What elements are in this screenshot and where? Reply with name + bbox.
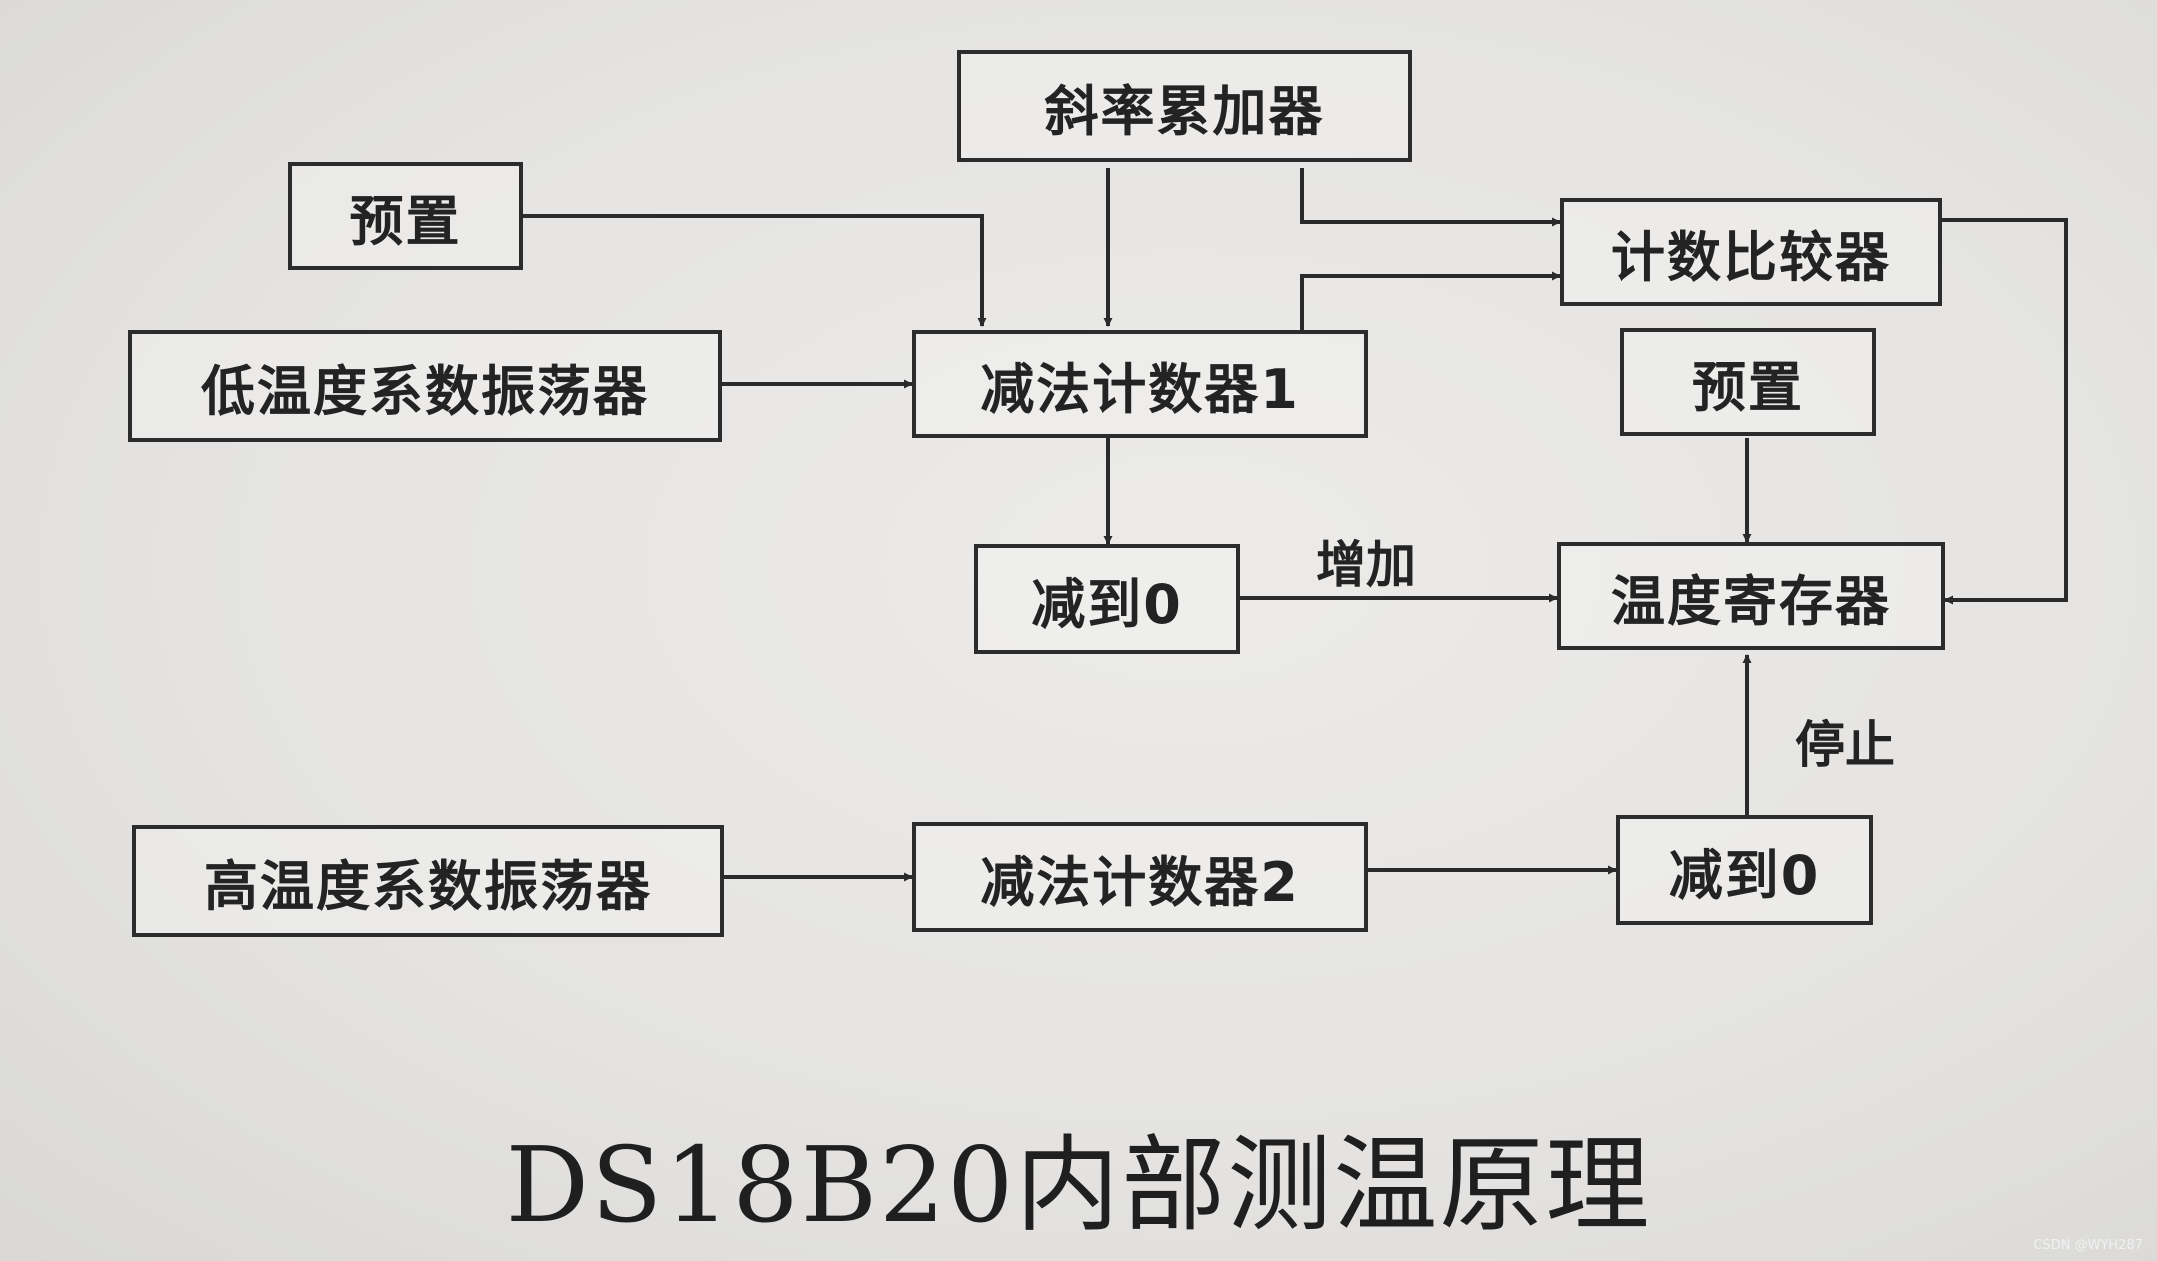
down-counter-1-label: 减法计数器1 [980, 357, 1300, 421]
high-temp-oscillator-box: 高温度系数振荡器 [132, 825, 724, 937]
temperature-register-label: 温度寄存器 [1611, 569, 1891, 633]
arrow-preset-to-counter1 [523, 214, 987, 327]
down-counter-2-label: 减法计数器2 [980, 850, 1300, 914]
low-temp-oscillator-label: 低温度系数振荡器 [201, 359, 649, 423]
decrement-to-zero-1-box: 减到0 [974, 544, 1240, 654]
preset-right-label: 预置 [1692, 355, 1804, 419]
preset-left-label: 预置 [349, 189, 462, 253]
preset-left-box: 预置 [288, 162, 523, 270]
preset-right-box: 预置 [1620, 328, 1876, 436]
slope-accumulator-label: 斜率累加器 [1044, 79, 1325, 143]
high-temp-oscillator-label: 高温度系数振荡器 [204, 854, 652, 918]
down-counter-1-box: 减法计数器1 [912, 330, 1368, 438]
decrement-to-zero-2-box: 减到0 [1616, 815, 1873, 925]
count-comparator-label: 计数比较器 [1611, 225, 1891, 289]
low-temp-oscillator-box: 低温度系数振荡器 [128, 330, 722, 442]
arrow-counter1-to-comparator [1300, 271, 1561, 330]
diagram-caption: DS18B20内部测温原理 [505, 1124, 1652, 1246]
temperature-register-box: 温度寄存器 [1557, 542, 1945, 650]
decrement-to-zero-1-label: 减到0 [1031, 572, 1183, 636]
arrow-slope-to-comparator [1300, 168, 1561, 227]
edge-label-stop: 停止 [1795, 716, 1895, 774]
count-comparator-box: 计数比较器 [1560, 198, 1942, 306]
decrement-to-zero-2-label: 减到0 [1668, 843, 1821, 907]
slope-accumulator-box: 斜率累加器 [957, 50, 1412, 162]
edge-label-increase: 增加 [1316, 536, 1416, 594]
down-counter-2-box: 减法计数器2 [912, 822, 1368, 932]
arrow-comparator-to-register [1942, 218, 2068, 605]
watermark-text: CSDN @WYH287 [2033, 1238, 2143, 1253]
